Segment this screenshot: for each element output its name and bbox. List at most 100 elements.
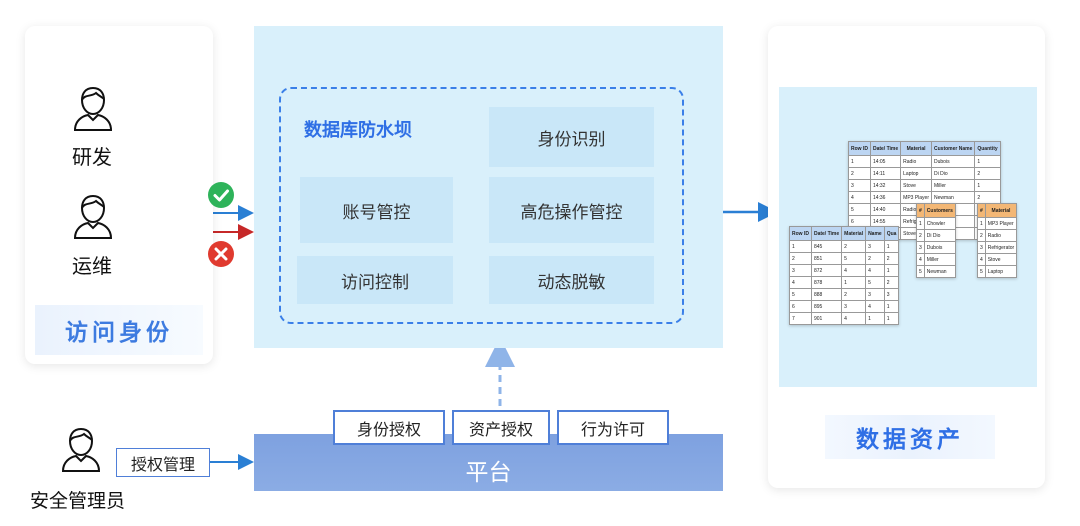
table-header-cell: Qua [883,226,900,241]
table-cell: 2 [789,252,812,265]
table-header-cell: Material [984,203,1018,218]
table-cell: 4 [916,253,925,266]
table-header-cell: Material [841,226,867,241]
developer-user-icon [73,86,113,131]
firewall-title: 数据库防水坝 [304,120,412,141]
table-cell: 1 [789,240,812,253]
identity-panel-title: 访问身份 [35,305,203,355]
admin-label: 安全管理员 [30,490,126,512]
check-icon [208,182,234,208]
table-cell: 4 [848,191,871,204]
table-cell: 2 [916,229,925,242]
table-cell: 4 [865,300,885,313]
table-cell: 1 [916,217,925,230]
table-cell: 4 [841,264,867,277]
table-cell: 4 [977,253,986,266]
table-cell: 14:36 [869,191,902,204]
table-cell: 2 [974,167,1001,180]
table-cell: 901 [810,312,843,325]
table-cell: 1 [883,240,900,253]
table-cell: 878 [810,276,843,289]
table-cell: 895 [810,300,843,313]
table-cell: 888 [810,288,843,301]
table-header-row: #Material [977,203,1018,218]
table-cell: Miller [923,253,956,266]
table-cell: 6 [789,300,812,313]
table-cell: 2 [883,252,900,265]
table-header-cell: # [916,203,925,218]
chip-identity-authorization: 身份授权 [333,410,445,445]
feature-access-control: 访问控制 [297,256,453,304]
admin-user-icon [61,427,101,472]
table-cell: 3 [883,288,900,301]
table-cell: Radio [984,229,1018,242]
feature-dynamic-masking: 动态脱敏 [489,256,654,304]
table-cell: 3 [916,241,925,254]
table-cell: 3 [848,179,871,192]
table-cell: 2 [974,191,1001,204]
table-header-cell: Row ID [789,226,812,241]
table-cell: Stove [984,253,1018,266]
table-cell: 1 [865,312,885,325]
table-cell: 1 [974,179,1001,192]
firewall-boundary [279,87,684,324]
table-cell: 1 [883,264,900,277]
table-cell: 851 [810,252,843,265]
table-cell: 5 [848,203,871,216]
table-cell: Di Dio [930,167,976,180]
table-cell: Miller [930,179,976,192]
table-cell: 5 [841,252,867,265]
table-cell: 5 [789,288,812,301]
table-cell: 845 [810,240,843,253]
table-cell: Stove [900,179,932,192]
table-cell: Di Dio [923,229,956,242]
table-cell: 1 [883,300,900,313]
table-cell: 2 [865,252,885,265]
table-cell: 1 [977,217,986,230]
table-cell: 14:11 [869,167,902,180]
table-cell: Laptop [984,265,1018,278]
table-cell: 2 [848,167,871,180]
table-header-cell: Customer Name [930,141,976,156]
authorization-management-chip: 授权管理 [116,448,210,477]
table-cell: Newman [923,265,956,278]
table-cell: MP3 Player [900,191,932,204]
table-cell: 872 [810,264,843,277]
table-cell: 2 [977,229,986,242]
table-cell: 4 [841,312,867,325]
feature-account-control: 账号管控 [300,177,453,243]
table-cell: 14:05 [869,155,902,168]
table-cell: 4 [865,264,885,277]
role-label-developer: 研发 [72,145,112,169]
table-cell: Dubois [923,241,956,254]
feature-high-risk-control: 高危操作管控 [489,177,654,243]
table-cell: 5 [916,265,925,278]
chip-asset-authorization: 资产授权 [452,410,550,445]
table-header-cell: Date/ Time [810,226,843,241]
table-cell: Newman [930,191,976,204]
table-cell: 2 [841,240,867,253]
table-header-cell: # [977,203,986,218]
feature-identity-recognition: 身份识别 [489,107,654,167]
table-cell: Dubois [930,155,976,168]
